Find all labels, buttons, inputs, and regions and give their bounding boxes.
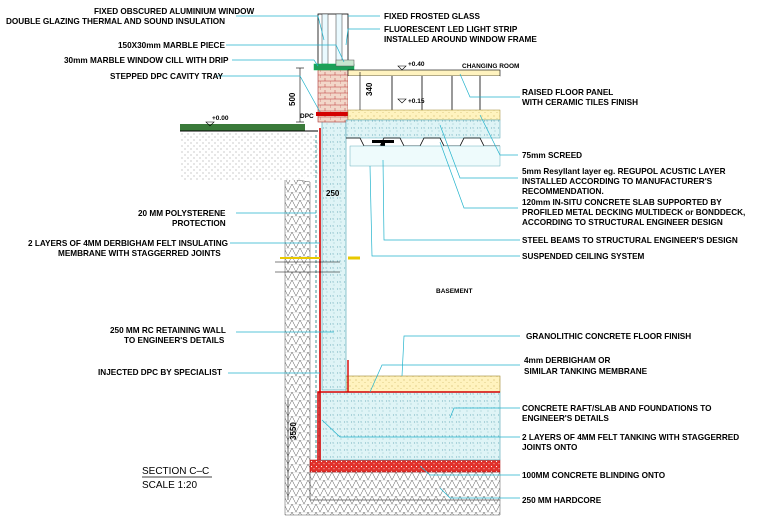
granolithic-finish — [345, 375, 501, 393]
label-steel-beams: STEEL BEAMS TO STRUCTURAL ENGINEER'S DES… — [522, 236, 738, 245]
label-window-glazing: DOUBLE GLAZING THERMAL AND SOUND INSULAT… — [6, 17, 225, 26]
room-label-basement: BASEMENT — [436, 288, 473, 295]
label-blinding: 100MM CONCRETE BLINDING ONTO — [522, 471, 666, 480]
label-felt-membrane-2: MEMBRANE WITH STAGGERRED JOINTS — [58, 249, 221, 258]
level-mid: +0.15 — [408, 98, 425, 105]
label-concrete-slab: 120mm IN-SITU CONCRETE SLAB SUPPORTED BY — [522, 198, 722, 207]
dim-bottom: 3550 — [289, 422, 298, 440]
label-retaining-wall: 250 MM RC RETAINING WALL — [110, 326, 226, 335]
break-line — [275, 261, 340, 273]
label-suspended-ceiling: SUSPENDED CEILING SYSTEM — [522, 252, 645, 261]
metal-decking — [346, 137, 500, 147]
label-window-cill: 30mm MARBLE WINDOW CILL WITH DRIP — [64, 56, 229, 65]
dim-340: 340 — [365, 82, 374, 96]
label-hardcore: 250 MM HARDCORE — [522, 496, 602, 505]
concrete-slab — [345, 119, 501, 139]
label-concrete-slab-2: PROFILED METAL DECKING MULTIDECK or BOND… — [522, 208, 745, 217]
label-resilient-layer: 5mm Resyllant layer eg. REGUPOL ACUSTIC … — [522, 167, 726, 176]
dim-500: 500 — [288, 92, 297, 106]
label-led-strip: FLUORESCENT LED LIGHT STRIP — [384, 25, 518, 34]
external-ground — [180, 130, 318, 180]
label-tanking: 4mm DERBIGHAM OR — [524, 356, 611, 365]
leader-lines — [216, 15, 520, 499]
label-concrete-slab-3: ACCORDING TO STRUCTURAL ENGINEER DESIGN — [522, 218, 723, 227]
label-injected-dpc: INJECTED DPC BY SPECIALIST — [98, 368, 222, 377]
raised-floor-pedestals — [391, 76, 481, 110]
raised-floor-void — [348, 76, 500, 110]
level-top: +0.40 — [408, 61, 425, 68]
label-raft-2: ENGINEER'S DETAILS — [522, 414, 609, 423]
label-raft: CONCRETE RAFT/SLAB AND FOUNDATIONS TO — [522, 404, 712, 413]
label-retaining-wall-2: TO ENGINEER'S DETAILS — [124, 336, 225, 345]
ceiling-void — [349, 145, 501, 167]
label-polystyrene-2: PROTECTION — [172, 219, 226, 228]
label-polystyrene: 20 MM POLYSTERENE — [138, 209, 226, 218]
label-marble-piece: 150X30mm MARBLE PIECE — [118, 41, 225, 50]
label-raised-floor: RAISED FLOOR PANEL — [522, 88, 613, 97]
label-window: FIXED OBSCURED ALUMINIUM WINDOW — [94, 7, 255, 16]
screed-layer — [347, 109, 501, 121]
label-granolithic: GRANOLITHIC CONCRETE FLOOR FINISH — [526, 332, 691, 341]
window-cill — [313, 63, 355, 71]
external-paving — [180, 124, 305, 131]
label-felt-tanking: 2 LAYERS OF 4MM FELT TANKING WITH STAGGE… — [522, 433, 739, 442]
label-raised-floor-2: WITH CERAMIC TILES FINISH — [522, 98, 638, 107]
level-markers — [205, 65, 407, 127]
level-ground: +0.00 — [212, 115, 229, 122]
retaining-wall — [321, 119, 347, 391]
label-dpc-tray: STEPPED DPC CAVITY TRAY — [110, 72, 224, 81]
blinding-layer — [309, 459, 501, 473]
label-resilient-layer-2: INSTALLED ACCORDING TO MANUFACTURER'S — [522, 177, 713, 186]
label-felt-tanking-2: JOINTS ONTO — [522, 443, 578, 452]
raised-floor-panel — [347, 69, 501, 77]
hardcore-layer — [309, 471, 501, 501]
raft-slab — [317, 391, 501, 461]
dim-250: 250 — [326, 189, 340, 198]
marble-piece — [335, 59, 355, 67]
label-frosted-glass: FIXED FROSTED GLASS — [384, 12, 481, 21]
label-felt-membrane: 2 LAYERS OF 4MM DERBIGHAM FELT INSULATIN… — [28, 239, 228, 248]
section-scale: SCALE 1:20 — [142, 480, 197, 491]
label-dpc: DPC — [300, 113, 314, 120]
wall-base-membrane — [317, 391, 346, 460]
label-screed: 75mm SCREED — [522, 151, 582, 160]
label-tanking-2: SIMILAR TANKING MEMBRANE — [524, 367, 648, 376]
section-title: SECTION C–C — [142, 466, 209, 477]
label-resilient-layer-3: RECOMMENDATION. — [522, 187, 604, 196]
label-led-strip-2: INSTALLED AROUND WINDOW FRAME — [384, 35, 537, 44]
window-glass-left — [321, 13, 329, 65]
dimensions — [287, 67, 361, 500]
room-label-changing: CHANGING ROOM — [462, 63, 519, 70]
dpc-tray — [316, 112, 350, 116]
